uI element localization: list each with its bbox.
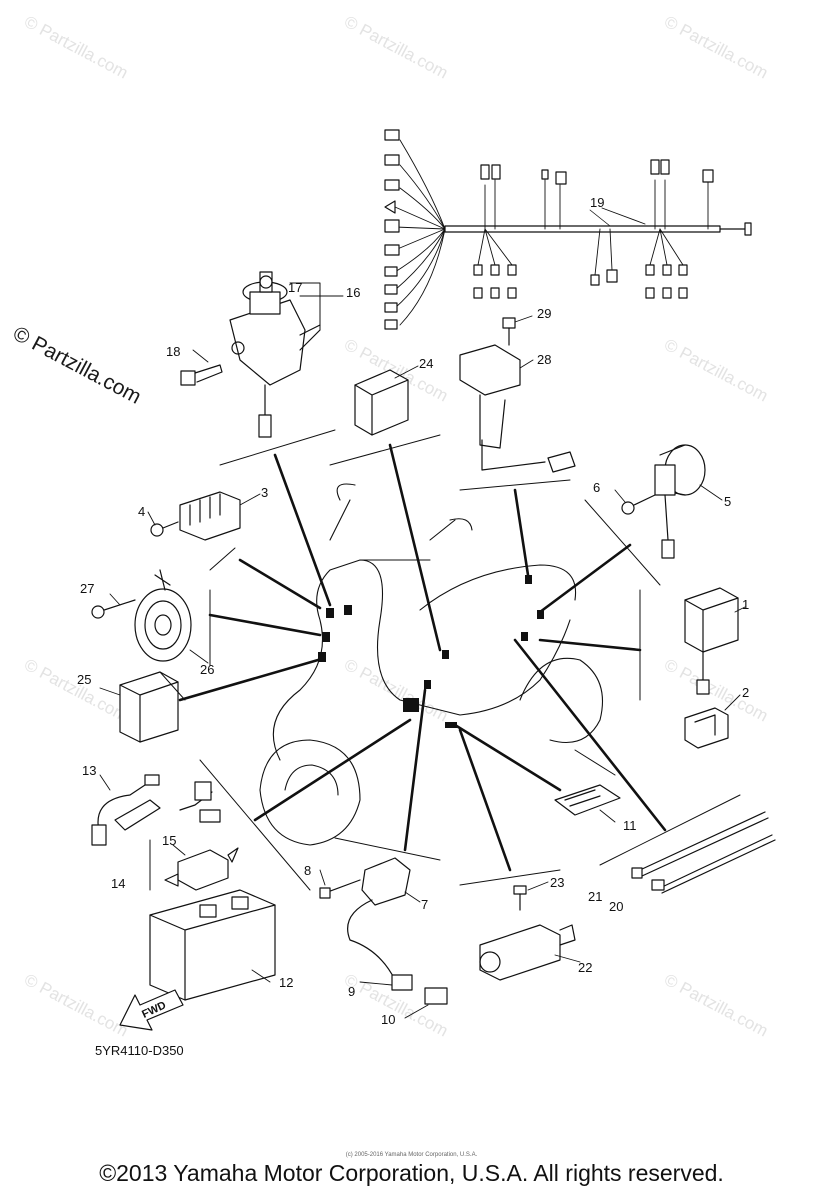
callout-5: 5 xyxy=(724,494,731,509)
callout-26: 26 xyxy=(200,662,214,677)
bolt-18 xyxy=(180,364,223,386)
callout-12: 12 xyxy=(279,975,293,990)
callout-21: 21 xyxy=(588,889,602,904)
main-switch xyxy=(229,271,321,438)
ignition-coil-7 xyxy=(319,857,448,1005)
callout-18: 18 xyxy=(166,344,180,359)
callout-8: 8 xyxy=(304,863,311,878)
callout-2: 2 xyxy=(742,685,749,700)
battery-12 xyxy=(149,889,276,1001)
location-markers xyxy=(318,575,544,728)
callout-20: 20 xyxy=(609,899,623,914)
horn-26 xyxy=(91,569,192,662)
callout-10: 10 xyxy=(381,1012,395,1027)
fuse-holder-13 xyxy=(91,774,221,846)
rectifier-3 xyxy=(150,491,241,541)
wire-harness xyxy=(384,129,752,330)
fine-print: (c) 2005-2016 Yamaha Motor Corporation, … xyxy=(345,1152,478,1158)
callout-11: 11 xyxy=(623,818,637,833)
callout-16: 16 xyxy=(346,285,360,300)
sensor-22 xyxy=(479,885,576,981)
callout-1: 1 xyxy=(742,597,749,612)
callout-19: 19 xyxy=(590,195,604,210)
starter-relay-14 xyxy=(164,847,239,891)
callout-28: 28 xyxy=(537,352,551,367)
callout-6: 6 xyxy=(593,480,600,495)
cable-ties xyxy=(631,811,776,894)
group-brackets xyxy=(149,282,741,891)
relay-1 xyxy=(684,587,739,695)
relay-24 xyxy=(354,369,409,436)
solenoid-5 xyxy=(621,444,706,559)
switch-11 xyxy=(554,784,621,816)
drawing-code: 5YR4110-D350 xyxy=(95,1043,184,1058)
connector-2 xyxy=(684,707,729,749)
callout-17: 17 xyxy=(288,280,302,295)
callout-13: 13 xyxy=(82,763,96,778)
callout-ticks xyxy=(99,207,746,1019)
callout-15: 15 xyxy=(162,833,176,848)
callout-3: 3 xyxy=(261,485,268,500)
callout-29: 29 xyxy=(537,306,551,321)
callout-25: 25 xyxy=(77,672,91,687)
callout-9: 9 xyxy=(348,984,355,999)
leader-lines xyxy=(178,443,667,872)
callout-23: 23 xyxy=(550,875,564,890)
callout-27: 27 xyxy=(80,581,94,596)
copyright-footer: ©2013 Yamaha Motor Corporation, U.S.A. A… xyxy=(99,1160,724,1186)
callout-24: 24 xyxy=(419,356,433,371)
callout-4: 4 xyxy=(138,504,145,519)
callout-14: 14 xyxy=(111,876,125,891)
callout-22: 22 xyxy=(578,960,592,975)
scooter-outline xyxy=(259,483,604,846)
callout-7: 7 xyxy=(421,897,428,912)
forward-arrow: FWD xyxy=(119,989,184,1031)
callout-labels: 1 2 3 4 5 6 7 8 9 10 11 12 13 14 15 16 1… xyxy=(77,195,749,1027)
fuel-sender-28 xyxy=(459,317,576,473)
